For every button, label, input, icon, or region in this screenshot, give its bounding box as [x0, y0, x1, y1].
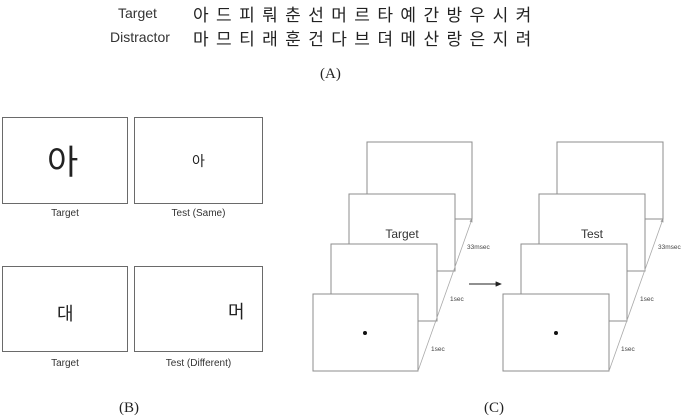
target-glyph-row: 아 드 피 뤄 춘 선 머 르 타 예 간 방 우 시 켜 [193, 6, 533, 26]
left-duration-2: 1sec [450, 296, 464, 303]
diff-test-glyph: 머 [228, 302, 245, 323]
right-fixation-dot [554, 331, 558, 335]
diff-test-caption: Test (Different) [165, 358, 232, 369]
left-duration-1: 33msec [467, 244, 491, 251]
right-timeline [608, 218, 664, 372]
same-test-glyph: 아 [192, 154, 205, 170]
same-test-caption: Test (Same) [171, 208, 226, 219]
diff-target-caption: Target [51, 358, 79, 369]
same-target-glyph: 아 [47, 143, 79, 183]
left-timeline [417, 218, 473, 372]
distractor-glyph-row: 마 므 티 래 훈 건 다 브 뎌 메 산 랑 은 지 려 [193, 30, 533, 50]
right-duration-2: 1sec [640, 296, 654, 303]
right-duration-3: 1sec [621, 346, 635, 353]
left-fixation-dot [363, 331, 367, 335]
same-target-caption: Target [51, 208, 79, 219]
diff-target-glyph: 대 [57, 304, 74, 325]
target-row-label: Target [118, 5, 157, 21]
panel-a-label: (A) [320, 66, 341, 82]
same-test-frame: 아 [134, 117, 263, 204]
left-stimulus-text: Target [385, 227, 419, 241]
left-duration-3: 1sec [431, 346, 445, 353]
right-duration-1: 33msec [658, 244, 682, 251]
right-sequence: Test 33msec 1sec 1sec [502, 141, 682, 372]
panel-b-label: (B) [119, 400, 139, 416]
left-sequence: Target 33msec 1sec 1sec [312, 141, 491, 372]
distractor-row-label: Distractor [110, 29, 170, 45]
same-target-frame: 아 [2, 117, 128, 204]
diff-test-frame: 머 [134, 266, 263, 352]
right-stimulus-text: Test [581, 227, 604, 241]
diff-target-frame: 대 [2, 266, 128, 352]
panel-c-label: (C) [484, 400, 504, 416]
